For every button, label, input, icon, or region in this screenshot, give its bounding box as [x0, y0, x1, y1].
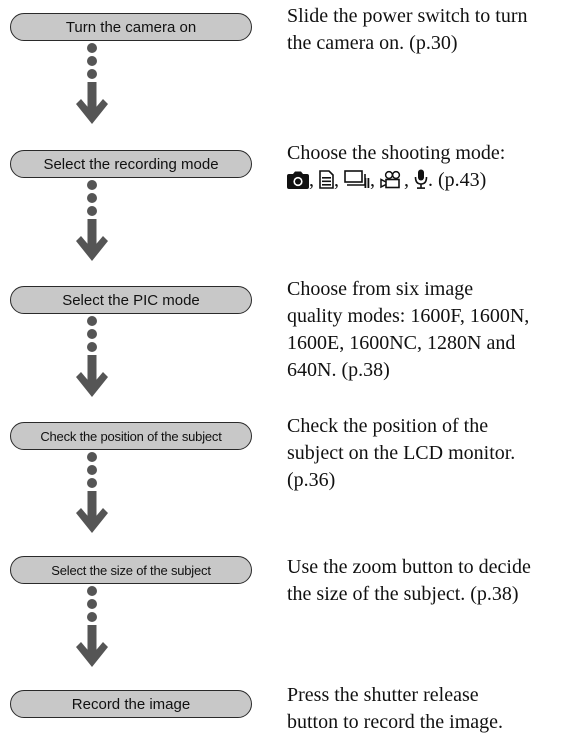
down-arrow-icon [76, 180, 108, 261]
down-arrow-icon [76, 316, 108, 397]
step-select-recording-mode: Select the recording mode [10, 150, 252, 178]
continuous-shooting-icon [344, 170, 370, 188]
step-turn-camera-on: Turn the camera on [10, 13, 252, 41]
step-description-pic-mode: Choose from six image quality modes: 160… [287, 278, 530, 381]
voice-microphone-icon [414, 169, 428, 189]
text-document-icon [319, 170, 334, 189]
step-description-subject-position: Check the position of the subject on the… [287, 415, 516, 491]
down-arrow-icon [76, 586, 108, 667]
step-description-power: Slide the power switch to turn the camer… [287, 5, 528, 54]
step-description-record: Press the shutter release button to reco… [287, 684, 504, 733]
movie-camera-icon [380, 170, 401, 189]
step-select-subject-size: Select the size of the subject [10, 556, 252, 584]
down-arrow-icon [76, 452, 108, 533]
step-description-subject-size: Use the zoom button to decide the size o… [287, 556, 531, 605]
step-description-recording-mode: Choose the shooting mode: , , , , . (p.4… [287, 142, 506, 191]
step-record-image: Record the image [10, 690, 252, 718]
step-check-subject-position: Check the position of the subject [10, 422, 252, 450]
down-arrow-icon [76, 43, 108, 124]
camera-icon [287, 171, 309, 189]
step-select-pic-mode: Select the PIC mode [10, 286, 252, 314]
